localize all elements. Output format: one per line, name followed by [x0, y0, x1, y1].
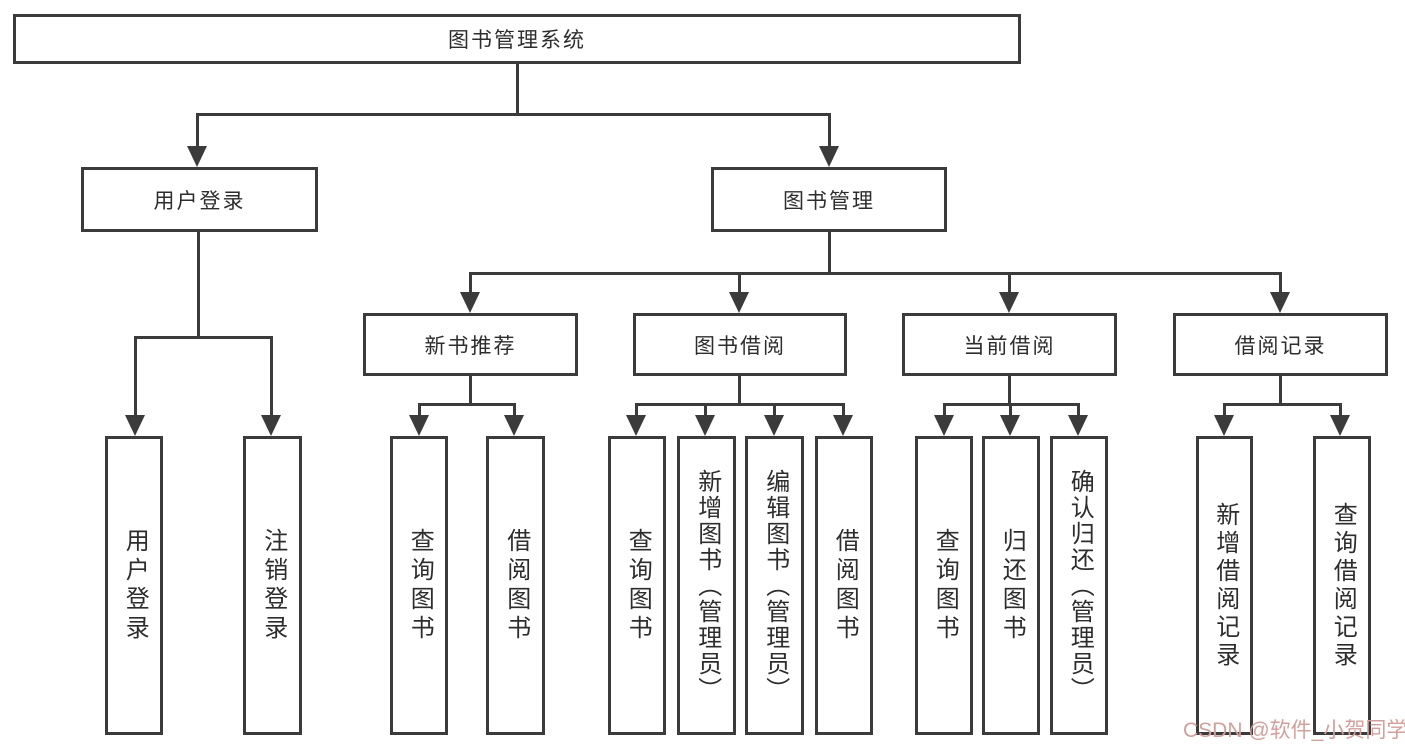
connector-hline — [196, 113, 830, 116]
node-label: 用户登录 — [153, 189, 246, 213]
leaf-borrow-books-recommend: 借阅图书 — [486, 436, 545, 735]
leaf-label: 查询图书 — [931, 527, 959, 644]
connector-vline — [1008, 272, 1011, 298]
arrow-down-icon — [187, 146, 207, 167]
leaf-logout: 注销登录 — [243, 436, 302, 735]
node-current-borrowing: 当前借阅 — [902, 313, 1117, 376]
connector-vline — [842, 403, 845, 421]
leaf-label: 借阅图书 — [831, 527, 859, 644]
connector-vline — [738, 272, 741, 298]
node-label: 借阅记录 — [1234, 334, 1327, 358]
arrow-down-icon — [764, 415, 784, 436]
connector-vline — [1009, 403, 1012, 421]
node-label: 图书管理系统 — [448, 29, 586, 52]
arrow-down-icon — [460, 292, 480, 313]
connector-vline — [516, 64, 519, 113]
arrow-down-icon — [1068, 415, 1088, 436]
arrow-down-icon — [1330, 415, 1350, 436]
node-label: 当前借阅 — [963, 334, 1056, 358]
arrow-down-icon — [409, 415, 429, 436]
leaf-label: 借阅图书 — [502, 527, 530, 644]
leaf-label: 注销登录 — [259, 527, 287, 644]
leaf-add-books-admin: 新增图书（管理员） — [677, 436, 736, 735]
arrow-down-icon — [1270, 292, 1290, 313]
leaf-label: 新增借阅记录 — [1211, 501, 1239, 670]
connector-hline — [134, 336, 273, 339]
connector-vline — [828, 113, 831, 150]
node-user-login: 用户登录 — [81, 167, 318, 232]
connector-hline — [635, 403, 845, 406]
connector-vline — [943, 403, 946, 421]
connector-hline — [469, 272, 1281, 275]
arrow-down-icon — [1214, 415, 1234, 436]
node-book-management: 图书管理 — [711, 167, 947, 232]
connector-hline — [418, 403, 516, 406]
leaf-confirm-return-admin: 确认归还（管理员） — [1050, 436, 1108, 735]
connector-vline — [418, 403, 421, 421]
arrow-down-icon — [833, 415, 853, 436]
connector-vline — [469, 376, 472, 403]
leaf-label: 新增图书（管理员） — [693, 468, 721, 703]
arrow-down-icon — [999, 292, 1019, 313]
connector-vline — [704, 403, 707, 421]
connector-vline — [1339, 403, 1342, 421]
connector-vline — [635, 403, 638, 421]
connector-vline — [1223, 403, 1226, 421]
leaf-label: 查询图书 — [624, 527, 652, 644]
connector-hline — [1223, 403, 1342, 406]
arrow-down-icon — [261, 415, 281, 436]
node-label: 图书借阅 — [694, 334, 786, 358]
connector-vline — [469, 272, 472, 298]
arrow-down-icon — [1000, 415, 1020, 436]
connector-vline — [1279, 272, 1282, 298]
arrow-down-icon — [729, 292, 749, 313]
leaf-edit-books-admin: 编辑图书（管理员） — [745, 436, 804, 735]
connector-vline — [1008, 376, 1011, 403]
connector-vline — [196, 113, 199, 150]
connector-vline — [1279, 376, 1282, 403]
leaf-query-borrow-record: 查询借阅记录 — [1313, 436, 1371, 735]
node-book-borrowing: 图书借阅 — [633, 313, 847, 376]
leaf-query-books-current: 查询图书 — [915, 436, 973, 735]
connector-vline — [1077, 403, 1080, 421]
leaf-label: 编辑图书（管理员） — [761, 468, 789, 703]
arrow-down-icon — [695, 415, 715, 436]
arrow-down-icon — [819, 146, 839, 167]
node-label: 新书推荐 — [424, 334, 517, 358]
leaf-add-borrow-record: 新增借阅记录 — [1196, 436, 1253, 735]
leaf-user-login: 用户登录 — [105, 436, 163, 735]
leaf-label: 用户登录 — [121, 527, 149, 644]
leaf-label: 查询借阅记录 — [1329, 501, 1357, 670]
arrow-down-icon — [125, 415, 145, 436]
connector-vline — [773, 403, 776, 421]
connector-vline — [270, 336, 273, 420]
node-library-management-system: 图书管理系统 — [13, 14, 1021, 64]
leaf-label: 查询图书 — [406, 527, 434, 644]
connector-vline — [513, 403, 516, 421]
leaf-query-books-borrow: 查询图书 — [608, 436, 666, 735]
node-label: 图书管理 — [783, 189, 875, 213]
leaf-query-books-recommend: 查询图书 — [390, 436, 448, 735]
arrow-down-icon — [934, 415, 954, 436]
leaf-return-books: 归还图书 — [982, 436, 1040, 735]
arrow-down-icon — [504, 415, 524, 436]
connector-vline — [738, 376, 741, 403]
leaf-borrow-books: 借阅图书 — [815, 436, 873, 735]
connector-vline — [197, 232, 200, 339]
arrow-down-icon — [626, 415, 646, 436]
leaf-label: 确认归还（管理员） — [1066, 468, 1094, 703]
csdn-watermark: CSDN @软件_小贺同学 — [1183, 719, 1405, 742]
node-new-book-recommendation: 新书推荐 — [363, 313, 578, 376]
node-borrowing-records: 借阅记录 — [1173, 313, 1388, 376]
connector-vline — [134, 336, 137, 420]
connector-vline — [828, 232, 831, 275]
leaf-label: 归还图书 — [998, 527, 1026, 644]
